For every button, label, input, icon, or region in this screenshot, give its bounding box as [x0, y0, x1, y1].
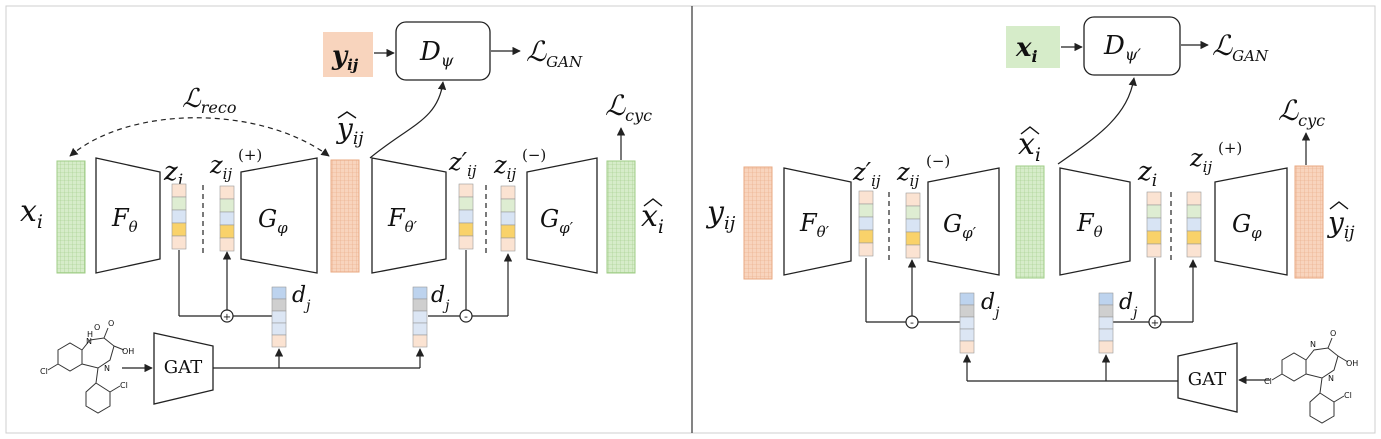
y-ij-label: yij	[705, 195, 736, 234]
y-hat-label: yij	[335, 112, 364, 149]
d-j-vector-right-2	[1098, 292, 1114, 354]
svg-text:GAT: GAT	[164, 357, 202, 378]
svg-text:Fθ′: Fθ′	[799, 209, 830, 241]
l-gan-label: ℒGAN	[526, 35, 583, 71]
svg-text:Dψ: Dψ	[419, 37, 454, 70]
z-ij-plus-vector-right	[1186, 191, 1202, 258]
svg-text:Dψ′: Dψ′	[1103, 31, 1141, 64]
x-i-real-box	[1006, 26, 1060, 68]
z-ij-minus-label: zij	[493, 151, 516, 183]
gat-block-right	[1177, 342, 1238, 413]
svg-text:Cl: Cl	[40, 367, 48, 376]
f-theta-prime-encoder	[371, 157, 447, 274]
z-ij-minus-vector	[500, 185, 516, 252]
y-hat-label-right: yij	[1326, 206, 1355, 243]
f-theta-encoder	[95, 157, 161, 274]
f-theta-encoder-right	[1059, 167, 1131, 276]
l-reco-label: ℒreco	[182, 84, 236, 117]
svg-text:(−): (−)	[926, 152, 950, 170]
svg-text:Gφ: Gφ	[258, 205, 288, 237]
molecule-left	[47, 327, 125, 414]
z-ij-plus-label: zij	[209, 151, 232, 183]
svg-text:Fθ: Fθ	[111, 204, 138, 236]
y-ij-input-block	[743, 166, 773, 280]
svg-text:Cl: Cl	[1344, 391, 1352, 400]
x-hat-label-right: xi	[1018, 127, 1041, 166]
svg-text:N: N	[1328, 374, 1334, 383]
molecule-right	[1271, 337, 1349, 424]
svg-text:Gφ′: Gφ′	[943, 210, 977, 242]
svg-text:Fθ: Fθ	[1076, 209, 1103, 241]
svg-text:-: -	[910, 316, 914, 329]
svg-text:+: +	[1151, 318, 1159, 329]
z-ij-plus-label-right: zij	[1189, 144, 1212, 176]
z-prime-ij-vector	[458, 183, 474, 250]
svg-text:+: +	[223, 312, 231, 323]
discriminator-d-psi	[395, 21, 491, 81]
outer-frame	[5, 5, 1376, 434]
svg-text:GAT: GAT	[1188, 369, 1226, 390]
gat-block-left	[153, 332, 214, 405]
z-prime-ij-label: z′ij	[448, 148, 477, 180]
z-i-vector	[171, 183, 187, 250]
svg-text:Fθ′: Fθ′	[387, 204, 418, 236]
svg-text:O: O	[94, 323, 100, 332]
svg-text:Gφ: Gφ	[1232, 210, 1262, 242]
left-panel: xi Fθ zi zij (+) Gφ yij	[20, 21, 664, 414]
z-ij-minus-label-right: zij	[896, 158, 919, 190]
svg-text:H: H	[87, 330, 93, 339]
svg-text:N: N	[86, 337, 92, 346]
x-hat-block	[606, 160, 636, 274]
y-hat-block	[330, 159, 360, 273]
d-j-label-2: dj	[431, 283, 450, 314]
l-cyc-label-right: ℒcyc	[1278, 94, 1325, 130]
right-panel: yij Fθ′ z′ij zij (−) Gφ′ xi	[705, 16, 1358, 424]
z-ij-minus-vector-right	[905, 192, 921, 259]
y-hat-block-right	[1294, 165, 1324, 279]
g-phi-decoder-right	[1214, 167, 1288, 276]
svg-text:OH: OH	[1346, 359, 1358, 368]
z-prime-ij-vector-right	[858, 190, 874, 257]
x-hat-label: xi	[641, 199, 664, 238]
svg-text:yij: yij	[331, 41, 359, 74]
l-cyc-label: ℒcyc	[605, 89, 652, 125]
y-ij-real-box	[323, 32, 373, 77]
svg-text:Cl: Cl	[120, 381, 128, 390]
g-phi-prime-decoder	[526, 157, 598, 274]
svg-text:(+): (+)	[1218, 139, 1242, 157]
x-i-input-block	[56, 160, 86, 274]
svg-text:OH: OH	[122, 347, 134, 356]
g-phi-decoder	[240, 157, 318, 274]
x-i-label: xi	[20, 194, 43, 233]
d-j-label-right-1: dj	[981, 290, 1000, 321]
svg-text:xi: xi	[1015, 33, 1038, 66]
svg-text:Gφ′: Gφ′	[540, 205, 574, 237]
d-j-vector-2	[412, 286, 428, 348]
d-j-vector-right-1	[959, 292, 975, 354]
z-prime-ij-label-right: z′ij	[852, 158, 881, 190]
z-i-label-right: zi	[1137, 157, 1157, 191]
z-ij-plus-vector	[219, 185, 235, 252]
svg-text:O: O	[1330, 329, 1336, 338]
svg-text:N: N	[1310, 340, 1316, 349]
d-j-vector-1	[271, 286, 287, 348]
svg-text:(+): (+)	[238, 146, 262, 164]
g-phi-prime-decoder-right	[927, 167, 1000, 276]
svg-text:N: N	[104, 364, 110, 373]
f-theta-prime-encoder-right	[783, 167, 852, 276]
discriminator-d-psi-prime	[1083, 16, 1181, 76]
svg-text:Cl: Cl	[1264, 377, 1272, 386]
svg-text:O: O	[108, 319, 114, 328]
x-hat-block-right	[1015, 165, 1045, 279]
d-j-label-1: dj	[292, 283, 311, 314]
z-i-label: zi	[163, 157, 183, 191]
l-gan-label-right: ℒGAN	[1212, 29, 1269, 65]
svg-text:(−): (−)	[522, 146, 546, 164]
d-j-label-right-2: dj	[1119, 290, 1138, 321]
svg-text:-: -	[464, 310, 468, 323]
z-i-vector-right	[1146, 191, 1162, 258]
